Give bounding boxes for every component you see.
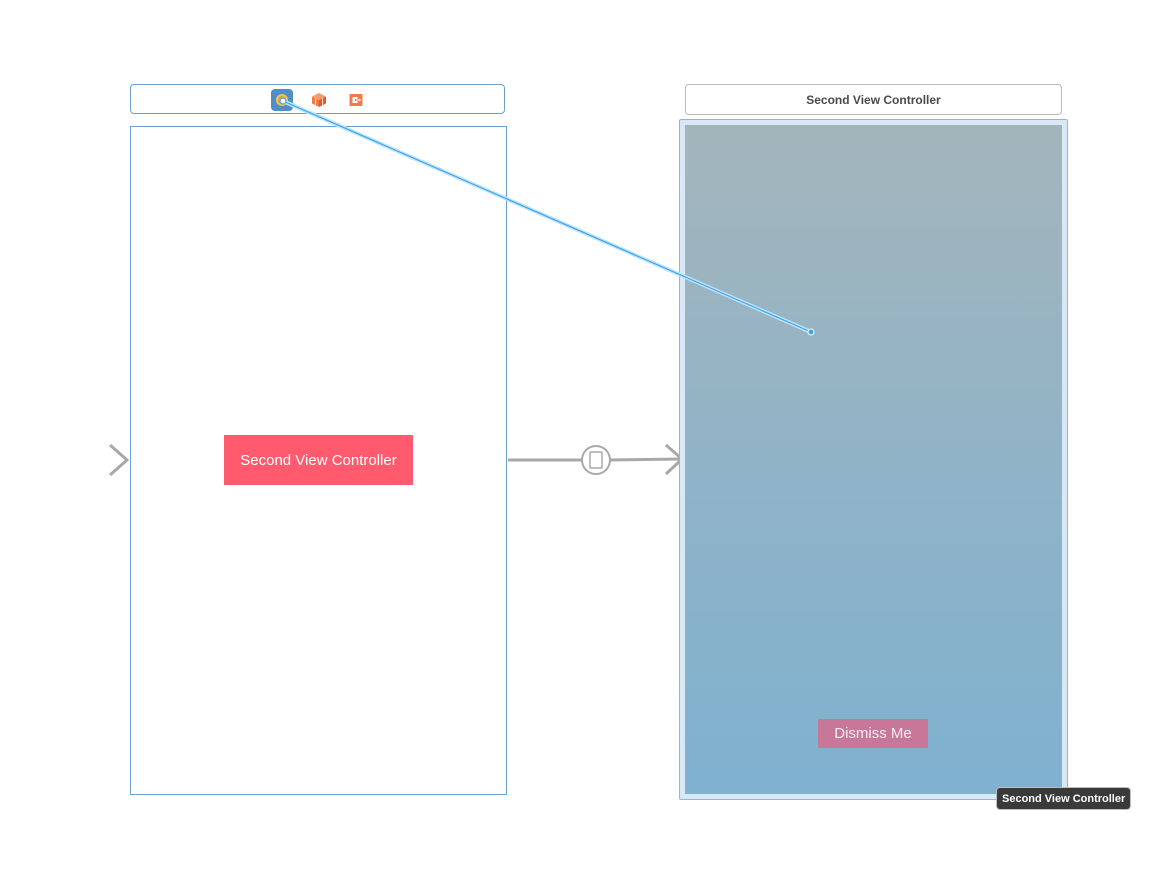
- control-drag-connection-line[interactable]: [279, 97, 815, 336]
- second-view-controller-button[interactable]: Second View Controller: [224, 435, 413, 485]
- exit-icon[interactable]: [345, 89, 367, 111]
- dismiss-button[interactable]: Dismiss Me: [818, 719, 928, 748]
- scene-name-badge: Second View Controller: [996, 787, 1132, 810]
- segue-icon[interactable]: [581, 445, 611, 475]
- view-controller-scene[interactable]: Second View Controller: [130, 126, 507, 795]
- second-scene-dock-title[interactable]: Second View Controller: [685, 84, 1062, 115]
- second-view-controller-scene[interactable]: Dismiss Me: [685, 125, 1062, 794]
- first-responder-icon[interactable]: [308, 89, 330, 111]
- initial-view-controller-arrow[interactable]: [30, 443, 130, 477]
